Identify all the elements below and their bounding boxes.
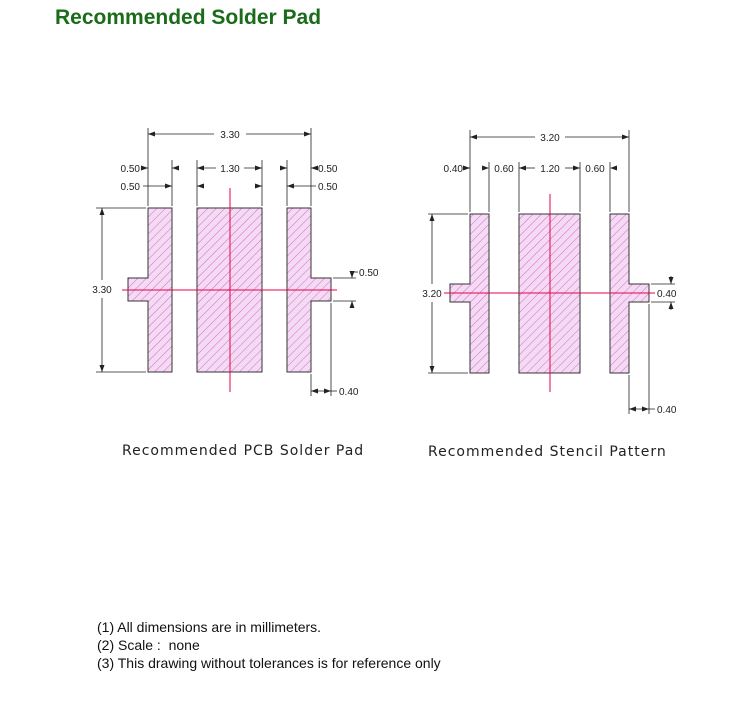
stencil-right-pad-width-dimension: 0.60 <box>585 164 617 175</box>
stencil-left-pad-width-label: 0.60 <box>494 164 514 175</box>
stencil-right-pad-width-label: 0.60 <box>585 164 605 175</box>
pcb-center-pad-width-dimension: 1.30 <box>197 164 262 175</box>
stencil-tab-height-dimension: 0.40 <box>657 276 677 310</box>
stencil-extension-lines <box>428 130 675 414</box>
note-item: (2) Scale : none <box>97 637 200 653</box>
stencil-bottom-tab-width-dimension: 0.40 <box>629 405 677 416</box>
pcb-overall-height-dimension: 3.30 <box>92 208 112 372</box>
pcb-overall-height-label: 3.30 <box>92 285 112 296</box>
pcb-tab-width-label: 0.40 <box>339 387 359 398</box>
stencil-left-pad-width-dimension: 0.60 <box>482 164 514 175</box>
stencil-pattern-drawing: 3.20 0.40 0.60 1.20 0.60 <box>422 130 677 460</box>
stencil-tab-height-label: 0.40 <box>657 289 677 300</box>
pcb-solder-pad-drawing: 3.30 0.50 0.50 1.30 <box>92 128 379 459</box>
pcb-tab-height-label: 0.50 <box>359 268 379 279</box>
pcb-caption: Recommended PCB Solder Pad <box>122 443 364 459</box>
note-item: (1) All dimensions are in millimeters. <box>97 619 322 635</box>
pcb-left-pad-width-label: 0.50 <box>121 164 141 175</box>
pcb-left-gap-label: 0.50 <box>121 182 141 193</box>
pcb-overall-width-dimension: 3.30 <box>148 130 311 141</box>
stencil-center-pad-width-label: 1.20 <box>540 164 560 175</box>
page-title: Recommended Solder Pad <box>55 6 322 29</box>
pcb-right-gap-label: 0.50 <box>318 182 338 193</box>
pcb-tab-height-dimension: 0.50 <box>349 268 379 308</box>
stencil-overall-height-label: 3.20 <box>422 289 442 300</box>
stencil-bottom-tab-width-label: 0.40 <box>657 405 677 416</box>
pcb-overall-width-label: 3.30 <box>220 130 240 141</box>
pcb-left-pad-width-dimension: 0.50 <box>121 164 179 175</box>
pcb-center-pad-width-label: 1.30 <box>220 164 240 175</box>
notes-list: (1) All dimensions are in millimeters. (… <box>97 618 441 672</box>
stencil-left-tab-width-dimension: 0.40 <box>444 164 470 175</box>
stencil-caption: Recommended Stencil Pattern <box>428 444 667 460</box>
pcb-right-gap-dimension: 0.50 <box>255 182 338 193</box>
pcb-right-pad-width-dimension: 0.50 <box>280 164 338 175</box>
stencil-overall-width-dimension: 3.20 <box>470 133 629 144</box>
stencil-left-tab-width-label: 0.40 <box>444 164 464 175</box>
pcb-tab-width-dimension: 0.40 <box>311 387 359 398</box>
stencil-overall-width-label: 3.20 <box>540 133 560 144</box>
stencil-center-pad-width-dimension: 1.20 <box>519 164 580 175</box>
note-item: (3) This drawing without tolerances is f… <box>97 655 441 671</box>
pcb-left-gap-dimension: 0.50 <box>121 182 204 193</box>
stencil-overall-height-dimension: 3.20 <box>422 214 442 373</box>
pcb-right-pad-width-label: 0.50 <box>318 164 338 175</box>
